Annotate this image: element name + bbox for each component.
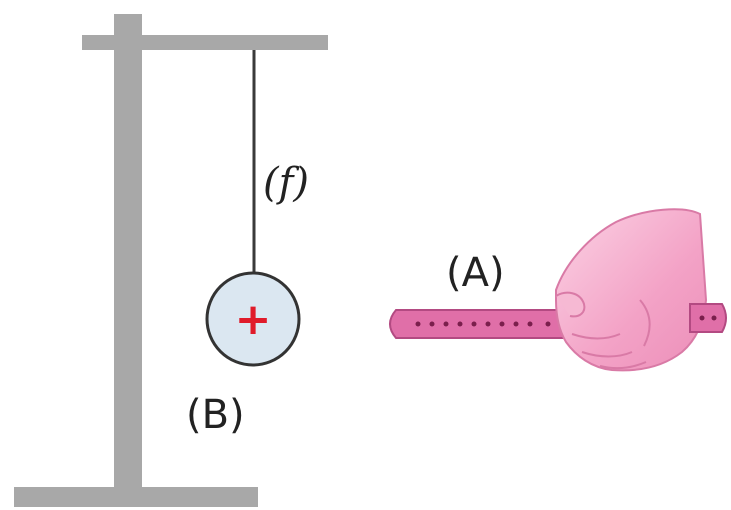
charged-rod (389, 309, 573, 339)
charged-ball: + (205, 271, 301, 367)
hand (555, 208, 708, 372)
rod-label: (A) (446, 250, 505, 296)
thumb (555, 291, 586, 318)
positive-charge-icon: + (235, 294, 272, 345)
rod-dots (415, 321, 565, 327)
support-stand (14, 14, 328, 507)
ball-label: (B) (186, 392, 245, 438)
stand-base (14, 487, 258, 507)
finger-lines (571, 299, 651, 370)
ball (205, 271, 301, 367)
rod-right-end (689, 303, 727, 333)
rod-left (389, 309, 573, 339)
thread-label: (f) (263, 160, 309, 206)
stand-arm (82, 35, 328, 50)
stand-pole (114, 14, 142, 490)
hand-shape (555, 208, 708, 372)
